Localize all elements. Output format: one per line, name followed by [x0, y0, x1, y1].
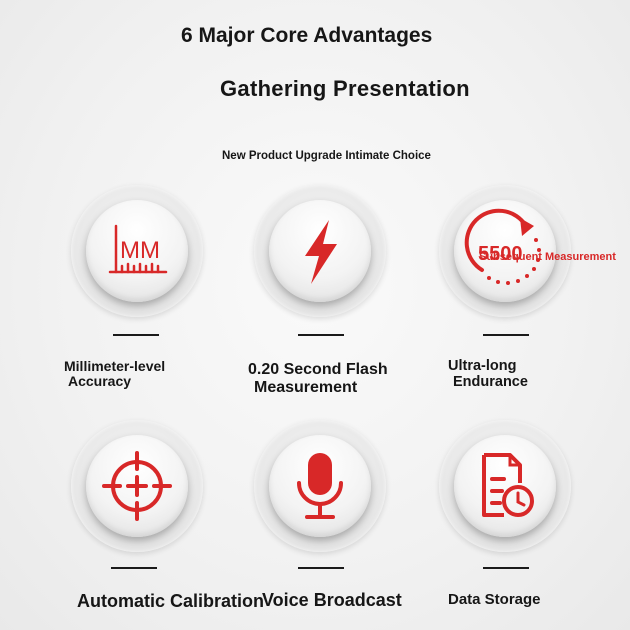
feature-label-data-storage: Data Storage — [448, 591, 541, 608]
page-title: 6 Major Core Advantages — [181, 24, 433, 47]
counter-icon-text: 5500 — [478, 243, 523, 265]
feature-label-voice: Voice Broadcast — [262, 590, 402, 610]
subsequent-measurement-text: Subsequent Measurement — [479, 251, 616, 263]
divider — [483, 334, 529, 336]
divider — [483, 567, 529, 569]
divider — [113, 334, 159, 336]
refresh-counter-icon: 5500 — [464, 208, 541, 285]
feature-label-millimeter: Millimeter-level Accuracy — [64, 358, 166, 390]
feature-flash-measurement — [254, 185, 386, 317]
feature-label-calibration: Automatic Calibration — [77, 591, 265, 611]
feature-data-storage — [439, 420, 571, 552]
microphone-icon — [297, 453, 343, 519]
millimeter-ruler-icon: MM — [108, 224, 168, 274]
lightning-bolt-icon — [305, 220, 337, 284]
feature-label-flash: 0.20 Second Flash Measurement — [248, 361, 388, 396]
data-storage-clock-icon — [482, 453, 534, 517]
feature-endurance: 5500 — [439, 185, 571, 317]
divider — [298, 567, 344, 569]
crosshair-target-icon — [102, 451, 172, 521]
feature-millimeter-accuracy: MM — [71, 185, 203, 317]
feature-voice-broadcast — [254, 420, 386, 552]
feature-automatic-calibration — [71, 420, 203, 552]
feature-label-endurance: Ultra-long Endurance — [448, 358, 528, 390]
page-subtitle: New Product Upgrade Intimate Choice — [222, 150, 431, 162]
divider — [111, 567, 157, 569]
divider — [298, 334, 344, 336]
page-title-line2: Gathering Presentation — [220, 76, 470, 101]
mm-icon-text: MM — [120, 237, 160, 264]
